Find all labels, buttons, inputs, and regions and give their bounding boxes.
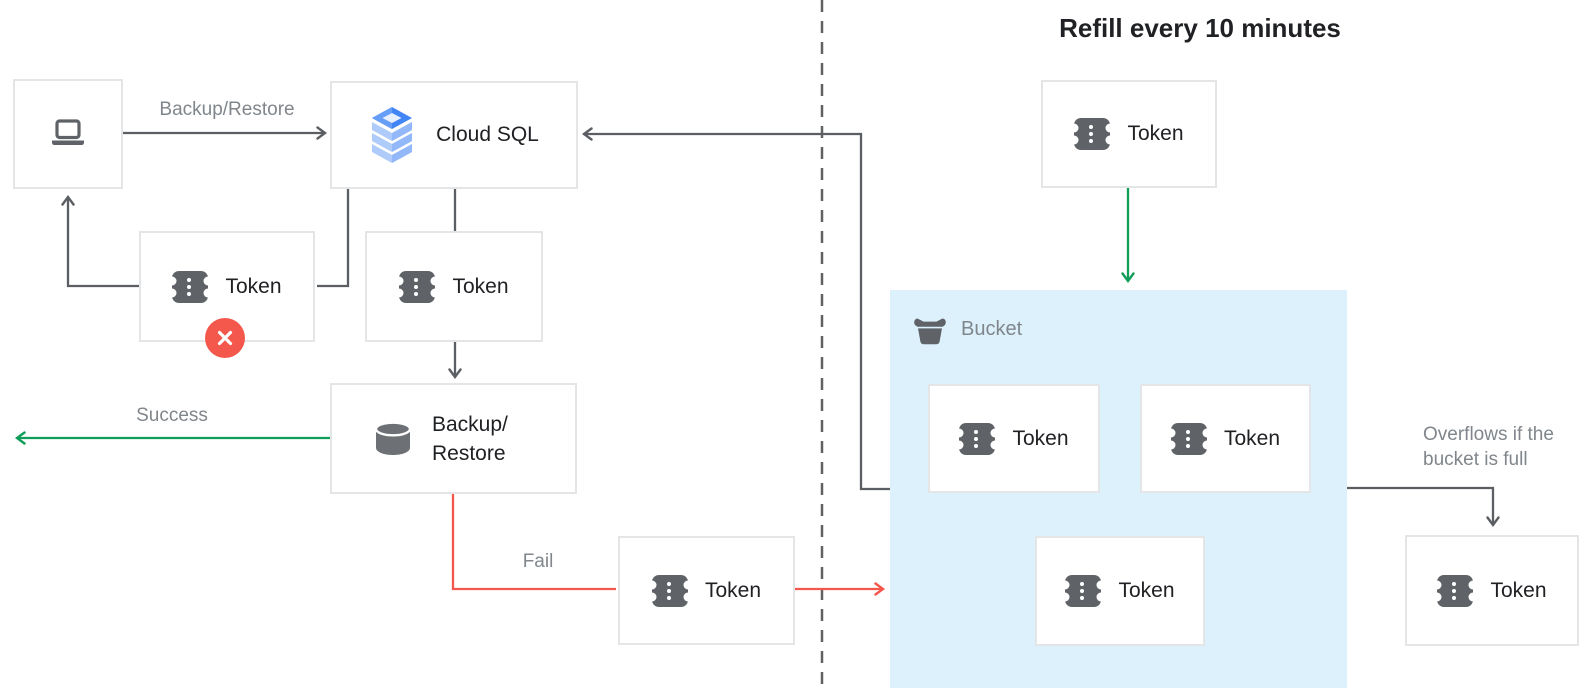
token-icon	[399, 270, 436, 303]
cloud-sql-label: Cloud SQL	[436, 123, 539, 146]
edge-fail-to-token	[451, 494, 616, 591]
token-label: Token	[225, 274, 282, 298]
cloud-sql-icon	[369, 106, 415, 164]
bucket-icon	[912, 314, 948, 345]
client-box	[13, 79, 123, 189]
edge-label-backup-restore: Backup/Restore	[159, 99, 295, 120]
token-label: Token	[1490, 578, 1547, 602]
bucket-label: Bucket	[961, 318, 1023, 340]
backup-restore-label-line2: Restore	[432, 441, 506, 465]
token-label: Token	[452, 274, 509, 298]
backup-restore-box: Backup/ Restore	[330, 383, 577, 494]
error-x-icon	[205, 318, 245, 358]
token-icon	[1437, 574, 1474, 607]
database-icon	[372, 420, 414, 457]
bucket-header: Bucket	[912, 314, 1022, 345]
edge-label-success: Success	[136, 405, 208, 426]
token-box-bucket-1: Token	[928, 384, 1100, 493]
token-box-fail: Token	[618, 536, 795, 645]
edge-bucket-overflow	[1347, 486, 1500, 528]
token-label: Token	[1118, 579, 1175, 602]
token-box-bucket-2: Token	[1140, 384, 1311, 493]
edge-cloudsql-to-client-token	[317, 189, 350, 288]
edge-label-overflow: Overflows if the bucket is full	[1423, 424, 1554, 470]
token-label: Token	[1012, 426, 1069, 450]
cloud-sql-box: Cloud SQL	[330, 81, 578, 189]
backup-restore-label-line1: Backup/	[432, 412, 508, 436]
token-box-refill: Token	[1041, 80, 1217, 188]
token-box-cloudsql: Token	[365, 231, 543, 342]
backup-restore-label: Backup/ Restore	[432, 410, 508, 468]
refill-title: Refill every 10 minutes	[1059, 13, 1341, 43]
token-icon	[1074, 118, 1111, 150]
token-label: Token	[704, 578, 762, 602]
token-icon	[172, 270, 209, 303]
token-label: Token	[1223, 426, 1281, 450]
edge-token-to-client	[61, 194, 139, 288]
token-icon	[959, 422, 996, 455]
laptop-icon	[47, 118, 89, 150]
token-label: Token	[1127, 122, 1184, 145]
token-icon	[651, 574, 688, 607]
edge-bucket-to-cloudsql	[581, 127, 890, 491]
token-icon	[1065, 575, 1102, 607]
token-box-bucket-3: Token	[1035, 536, 1205, 646]
edge-label-fail: Fail	[522, 551, 554, 572]
token-box-overflow: Token	[1405, 535, 1579, 646]
token-icon	[1170, 422, 1207, 455]
